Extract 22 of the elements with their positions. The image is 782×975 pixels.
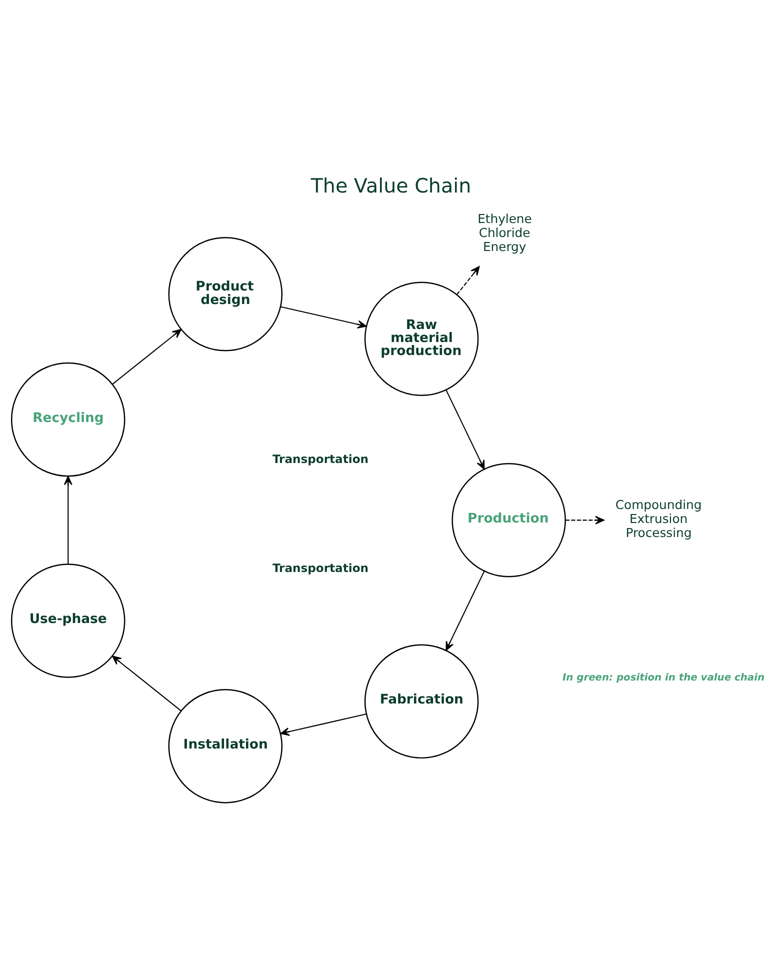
arrow [280,712,366,736]
node-circle: Production [452,462,566,577]
arrow [565,515,604,524]
arrow [112,328,182,384]
arrow [446,570,485,650]
arrow [112,655,182,711]
node-circle: Use-phase [10,563,126,678]
node-circle: Raw material production [364,281,479,396]
node-circle: Product design [168,236,283,351]
arrow [456,266,480,295]
node-text: Compounding Extrusion Processing [615,498,702,540]
node-text: Ethylene Chloride Energy [478,211,532,254]
node-circle: Installation [168,688,283,803]
caption: In green: position in the value chain [562,672,765,683]
arrow [64,475,72,564]
node-circle: Fabrication [364,644,479,758]
arrow [280,306,367,328]
node-circle: Recycling [10,362,126,476]
diagram-title: The Value Chain [310,174,472,197]
label: Transportation [272,451,368,466]
arrow [446,389,485,469]
label: Transportation [272,560,368,574]
